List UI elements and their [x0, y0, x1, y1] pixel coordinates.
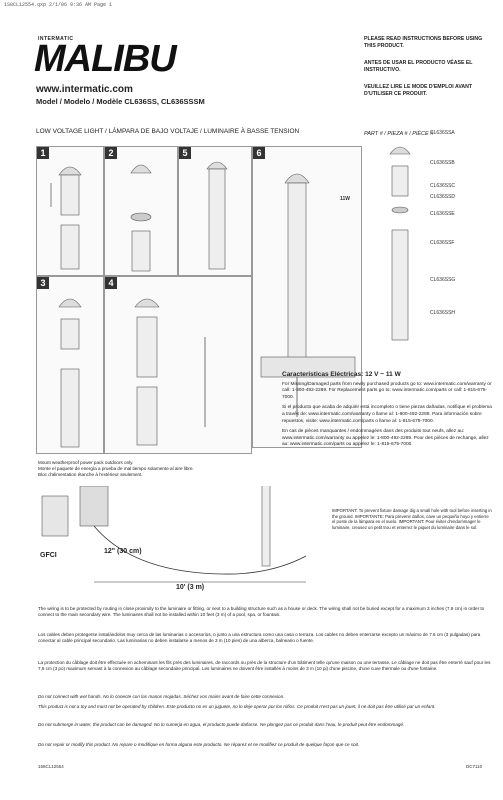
specs-es: Si el producto que acaba de adquirir est… — [282, 405, 492, 424]
part-d: CL636SSD — [430, 194, 456, 200]
website-url: www.intermatic.com — [36, 84, 133, 95]
part-h: CL636SSH — [430, 310, 456, 316]
part-b: CL636SSB — [430, 160, 455, 166]
warning-water: Do not submerge in water, the product ca… — [38, 722, 405, 727]
specs-en: For Missing/Damaged parts from newly pur… — [282, 381, 492, 400]
panel-1: 1 — [36, 146, 104, 276]
panel-number: 6 — [253, 147, 265, 159]
body-es: Los cables deben protegerse instalándolo… — [38, 632, 481, 644]
panel-2: 2 — [104, 146, 178, 276]
panel-number: 5 — [179, 147, 191, 159]
dim-10: 10' (3 m) — [176, 584, 205, 591]
panel-number: 4 — [105, 277, 117, 289]
warning-toy: This product is not a toy and must not b… — [38, 704, 436, 709]
instruction-es: ANTES DE USAR EL PRODUCTO VÉASE EL INSTR… — [364, 60, 473, 73]
specs-heading: Características Eléctricas: 12 V ~ 11 W — [282, 371, 401, 378]
specifications: Características Eléctricas: 12 V ~ 11 W … — [282, 371, 492, 453]
part-g: CL636SSG — [430, 277, 456, 283]
model-line: Model / Modelo / Modèle CL636SS, CL636SS… — [36, 97, 205, 106]
panel-2-illustration — [130, 164, 152, 272]
panel-6: 6 — [252, 146, 362, 448]
warning-repair: Do not repair or modify this product. No… — [38, 742, 360, 747]
dim-12: 12" (30 cm) — [104, 548, 142, 555]
part-c: CL636SSC — [430, 183, 456, 189]
footer-code: 158CL12554 — [38, 764, 64, 769]
part-a: CL636SSA — [430, 130, 455, 136]
instruction-en: PLEASE READ INSTRUCTIONS BEFORE USING TH… — [364, 36, 483, 49]
important-note: IMPORTANT: To prevent fixture damage dig… — [332, 508, 492, 530]
gfci-label: GFCI — [40, 552, 57, 559]
body-fr: La protection du câblage doit être effec… — [38, 660, 491, 672]
panel-5: 5 — [178, 146, 252, 276]
logo: MALIBU — [34, 38, 177, 80]
specs-fr: En cas de pièces manquantes / endommagée… — [282, 429, 489, 448]
parts-label: PART # / PIEZA # / PIÈCE # — [364, 131, 434, 137]
installation-diagram — [41, 486, 307, 583]
panel-1-illustration — [50, 166, 82, 270]
panel-3: 3 — [36, 276, 104, 454]
mount-note: Mount weatherproof power pack outdoors o… — [38, 460, 194, 477]
bulb-label: 11W — [340, 196, 351, 202]
panel-number: 2 — [105, 147, 117, 159]
parts-illustration — [389, 146, 411, 341]
panel-4: 4 — [104, 276, 252, 454]
panel-6-illustration — [260, 173, 356, 417]
part-f: CL636SSF — [430, 240, 455, 246]
panel-number: 3 — [37, 277, 49, 289]
brand-small: INTERMATIC — [38, 36, 74, 42]
panel-number: 1 — [37, 147, 49, 159]
panel-5-illustration — [206, 161, 228, 270]
part-e: CL636SSE — [430, 211, 455, 217]
fax-header: 1S8CL12554.qxp 2/1/06 9:36 AM Page 1 — [4, 2, 113, 8]
panel-3-illustration — [58, 298, 82, 448]
instruction-fr: VEUILLEZ LIRE LE MODE D'EMPLOI AVANT D'U… — [364, 84, 473, 97]
warning-wet: Do not connect with wet hands. No lo con… — [38, 694, 285, 699]
subtitle: LOW VOLTAGE LIGHT / LÁMPARA DE BAJO VOLT… — [36, 128, 300, 135]
footer-doc: DC7110 — [466, 764, 483, 769]
body-en: The wiring is to be protected by routing… — [38, 606, 485, 618]
panel-4-illustration — [134, 298, 206, 446]
